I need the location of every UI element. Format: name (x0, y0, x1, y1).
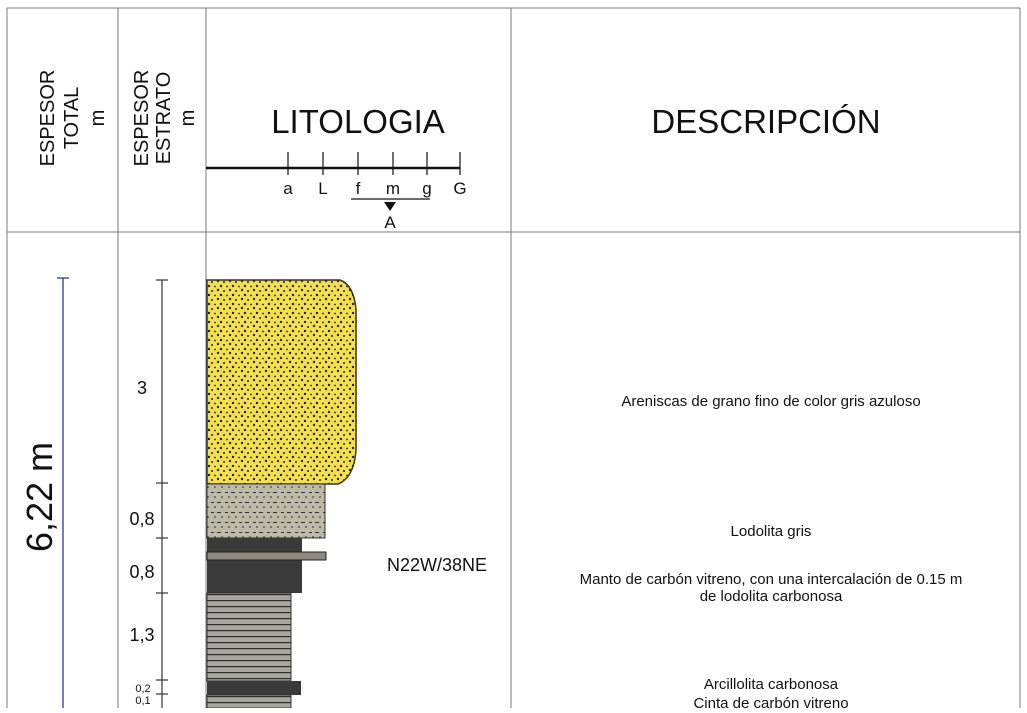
bed-thickness-label: 0,2 (135, 683, 150, 695)
grain-tick-label: G (453, 179, 466, 198)
grain-tick-label: a (283, 179, 293, 198)
total-thickness-bar (57, 277, 69, 708)
header-descripcion: DESCRIPCIÓN (651, 103, 880, 140)
bed-thickness-label: 0,8 (129, 509, 154, 529)
bed-thickness-label: 3 (137, 378, 147, 398)
header-espesor-total-line1: ESPESOR (37, 70, 59, 167)
table-frame (6, 7, 1021, 708)
total-thickness-label: 6,22 m (19, 442, 60, 552)
header-espesor-total-line2: TOTAL (61, 87, 83, 150)
layer-description: Arcillolita carbonosa (704, 676, 839, 693)
layer-description: Areniscas de grano fino de color gris az… (621, 393, 920, 410)
bed-coal (207, 538, 302, 593)
bed-thickness-label: 1,3 (129, 625, 154, 645)
bed-mudstone (206, 483, 326, 539)
grain-tick-label: f (356, 179, 361, 198)
header-espesor-estrato-unit: m (177, 110, 199, 127)
layer-description: Cinta de carbón vitreno (693, 695, 848, 708)
grain-marker-triangle (384, 202, 396, 211)
bed-sandstone (206, 279, 357, 485)
bed-coal-intercalation (206, 551, 327, 561)
header-espesor-total-unit: m (87, 110, 109, 127)
grain-size-scale: a L f m g G A (206, 152, 467, 232)
bed-coal (207, 681, 301, 695)
bed-thickness-bar (156, 279, 168, 708)
structural-annotation: N22W/38NE (387, 555, 487, 575)
grain-tick-label: g (422, 179, 431, 198)
bed-thickness-label: 0,1 (135, 695, 150, 707)
grain-tick-label: L (318, 179, 327, 198)
grain-marker-label: A (384, 213, 396, 232)
header-espesor-estrato: ESPESOR ESTRATO m (131, 70, 199, 167)
lithology-beds (206, 279, 357, 709)
layer-description: Manto de carbón vitreno, con una interca… (580, 571, 963, 588)
header-espesor-total: ESPESOR TOTAL m (37, 70, 109, 167)
bed-thickness-label: 0,8 (129, 562, 154, 582)
header-litologia: LITOLOGIA (271, 103, 445, 140)
layer-description: Lodolita gris (731, 523, 812, 540)
header-espesor-estrato-line1: ESPESOR (131, 70, 153, 167)
layer-description: de lodolita carbonosa (700, 588, 843, 605)
grain-tick-label: m (386, 179, 400, 198)
bed-claystone (206, 592, 292, 682)
header-espesor-estrato-line2: ESTRATO (153, 72, 175, 165)
bed-claystone (206, 694, 292, 709)
